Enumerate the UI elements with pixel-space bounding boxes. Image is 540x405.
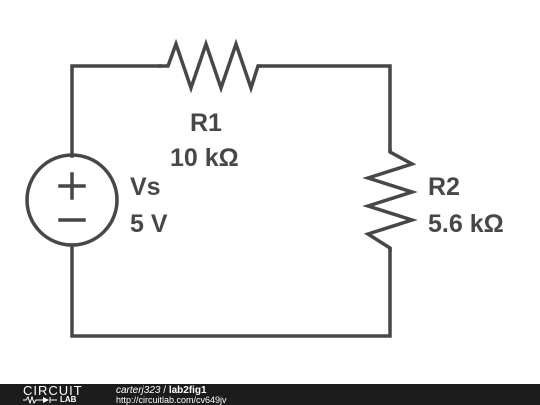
resistor-diode-logo-icon <box>23 396 57 404</box>
logo-text-bottom: LAB <box>60 395 77 404</box>
voltage-source-vs <box>25 153 119 247</box>
circuit-schematic: R1 10 kΩ Vs 5 V R2 5.6 kΩ <box>25 38 504 338</box>
footer-credit: carterj323 / lab2fig1 <box>116 385 207 396</box>
r1-value-label: 10 kΩ <box>170 144 239 172</box>
r2-value-label: 5.6 kΩ <box>428 210 504 238</box>
footer-username[interactable]: carterj323 <box>116 385 161 396</box>
resistor-r2 <box>362 148 418 252</box>
wire-top-right <box>258 64 392 152</box>
r2-name-label: R2 <box>428 173 460 201</box>
circuitlab-logo[interactable]: CIRCUIT LAB <box>10 383 96 405</box>
wire-top-left <box>70 64 162 158</box>
footer-url-link[interactable]: http://circuitlab.com/cv649jv <box>116 395 227 405</box>
plus-sign-icon <box>58 172 86 200</box>
footer-bar: CIRCUIT LAB carterj323 / lab2fig1 http:/… <box>0 383 540 405</box>
r1-name-label: R1 <box>190 109 222 137</box>
resistor-r1 <box>158 38 262 94</box>
logo-text-top: CIRCUIT <box>23 383 83 398</box>
footer-filename[interactable]: lab2fig1 <box>168 385 207 396</box>
vs-name-label: Vs <box>130 173 161 201</box>
wire-right-bottom <box>70 243 392 338</box>
vs-value-label: 5 V <box>130 210 168 238</box>
footer-separator: / <box>160 385 169 396</box>
